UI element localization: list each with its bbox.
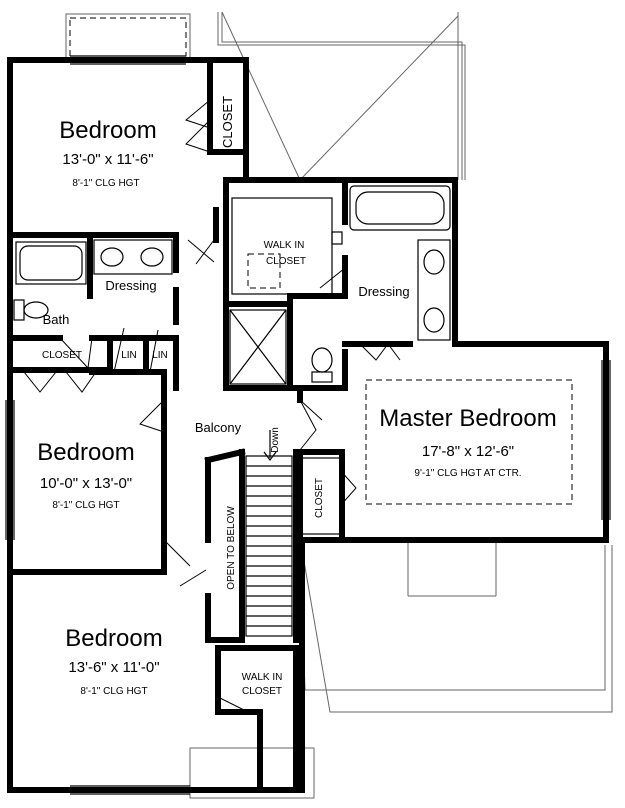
master-bedroom-ceiling: 9'-1" CLG HGT AT CTR. — [414, 468, 521, 479]
master-bedroom-size: 17'-8" x 12'-6" — [422, 443, 514, 460]
bedroom-top-size: 13'-0" x 11'-6" — [62, 151, 153, 168]
bedroom-mid-name: Bedroom — [37, 439, 134, 466]
fixtures — [13, 185, 573, 505]
closet-label-top: CLOSET — [220, 96, 235, 148]
bedroom-top-ceiling: 8'-1" CLG HGT — [72, 178, 139, 189]
walk-in-label-bottom: WALK IN — [242, 672, 283, 683]
walk-in-label-master: WALK IN — [264, 240, 305, 251]
walk-in-closet-label-master: CLOSET — [266, 256, 306, 267]
down-label: Down — [270, 427, 281, 453]
staircase — [245, 430, 293, 637]
closet-label-mid: CLOSET — [42, 350, 82, 361]
bedroom-mid-size: 10'-0" x 13'-0" — [40, 475, 132, 492]
closet-label-master: CLOSET — [314, 478, 325, 518]
bath-label: Bath — [43, 312, 70, 327]
windows — [5, 55, 611, 795]
master-bedroom-name: Master Bedroom — [379, 405, 556, 432]
bedroom-top-name: Bedroom — [59, 117, 156, 144]
linen-label-2: LIN — [152, 350, 168, 361]
walk-in-closet-label-bottom: CLOSET — [242, 686, 282, 697]
room-labels: Bedroom 13'-0" x 11'-6" 8'-1" CLG HGT Be… — [37, 96, 556, 697]
roof-outlines — [65, 11, 613, 799]
doors — [23, 99, 401, 713]
interior-walls — [7, 57, 413, 793]
open-to-below-label: OPEN TO BELOW — [226, 506, 237, 590]
dressing-label-master: Dressing — [358, 284, 409, 299]
balcony-label: Balcony — [195, 420, 242, 435]
dressing-label-top: Dressing — [105, 278, 156, 293]
bedroom-bottom-size: 13'-6" x 11'-0" — [68, 659, 159, 676]
bedroom-mid-ceiling: 8'-1" CLG HGT — [52, 500, 119, 511]
linen-label-1: LIN — [121, 350, 137, 361]
bedroom-bottom-name: Bedroom — [65, 625, 162, 652]
bedroom-bottom-ceiling: 8'-1" CLG HGT — [80, 686, 147, 697]
